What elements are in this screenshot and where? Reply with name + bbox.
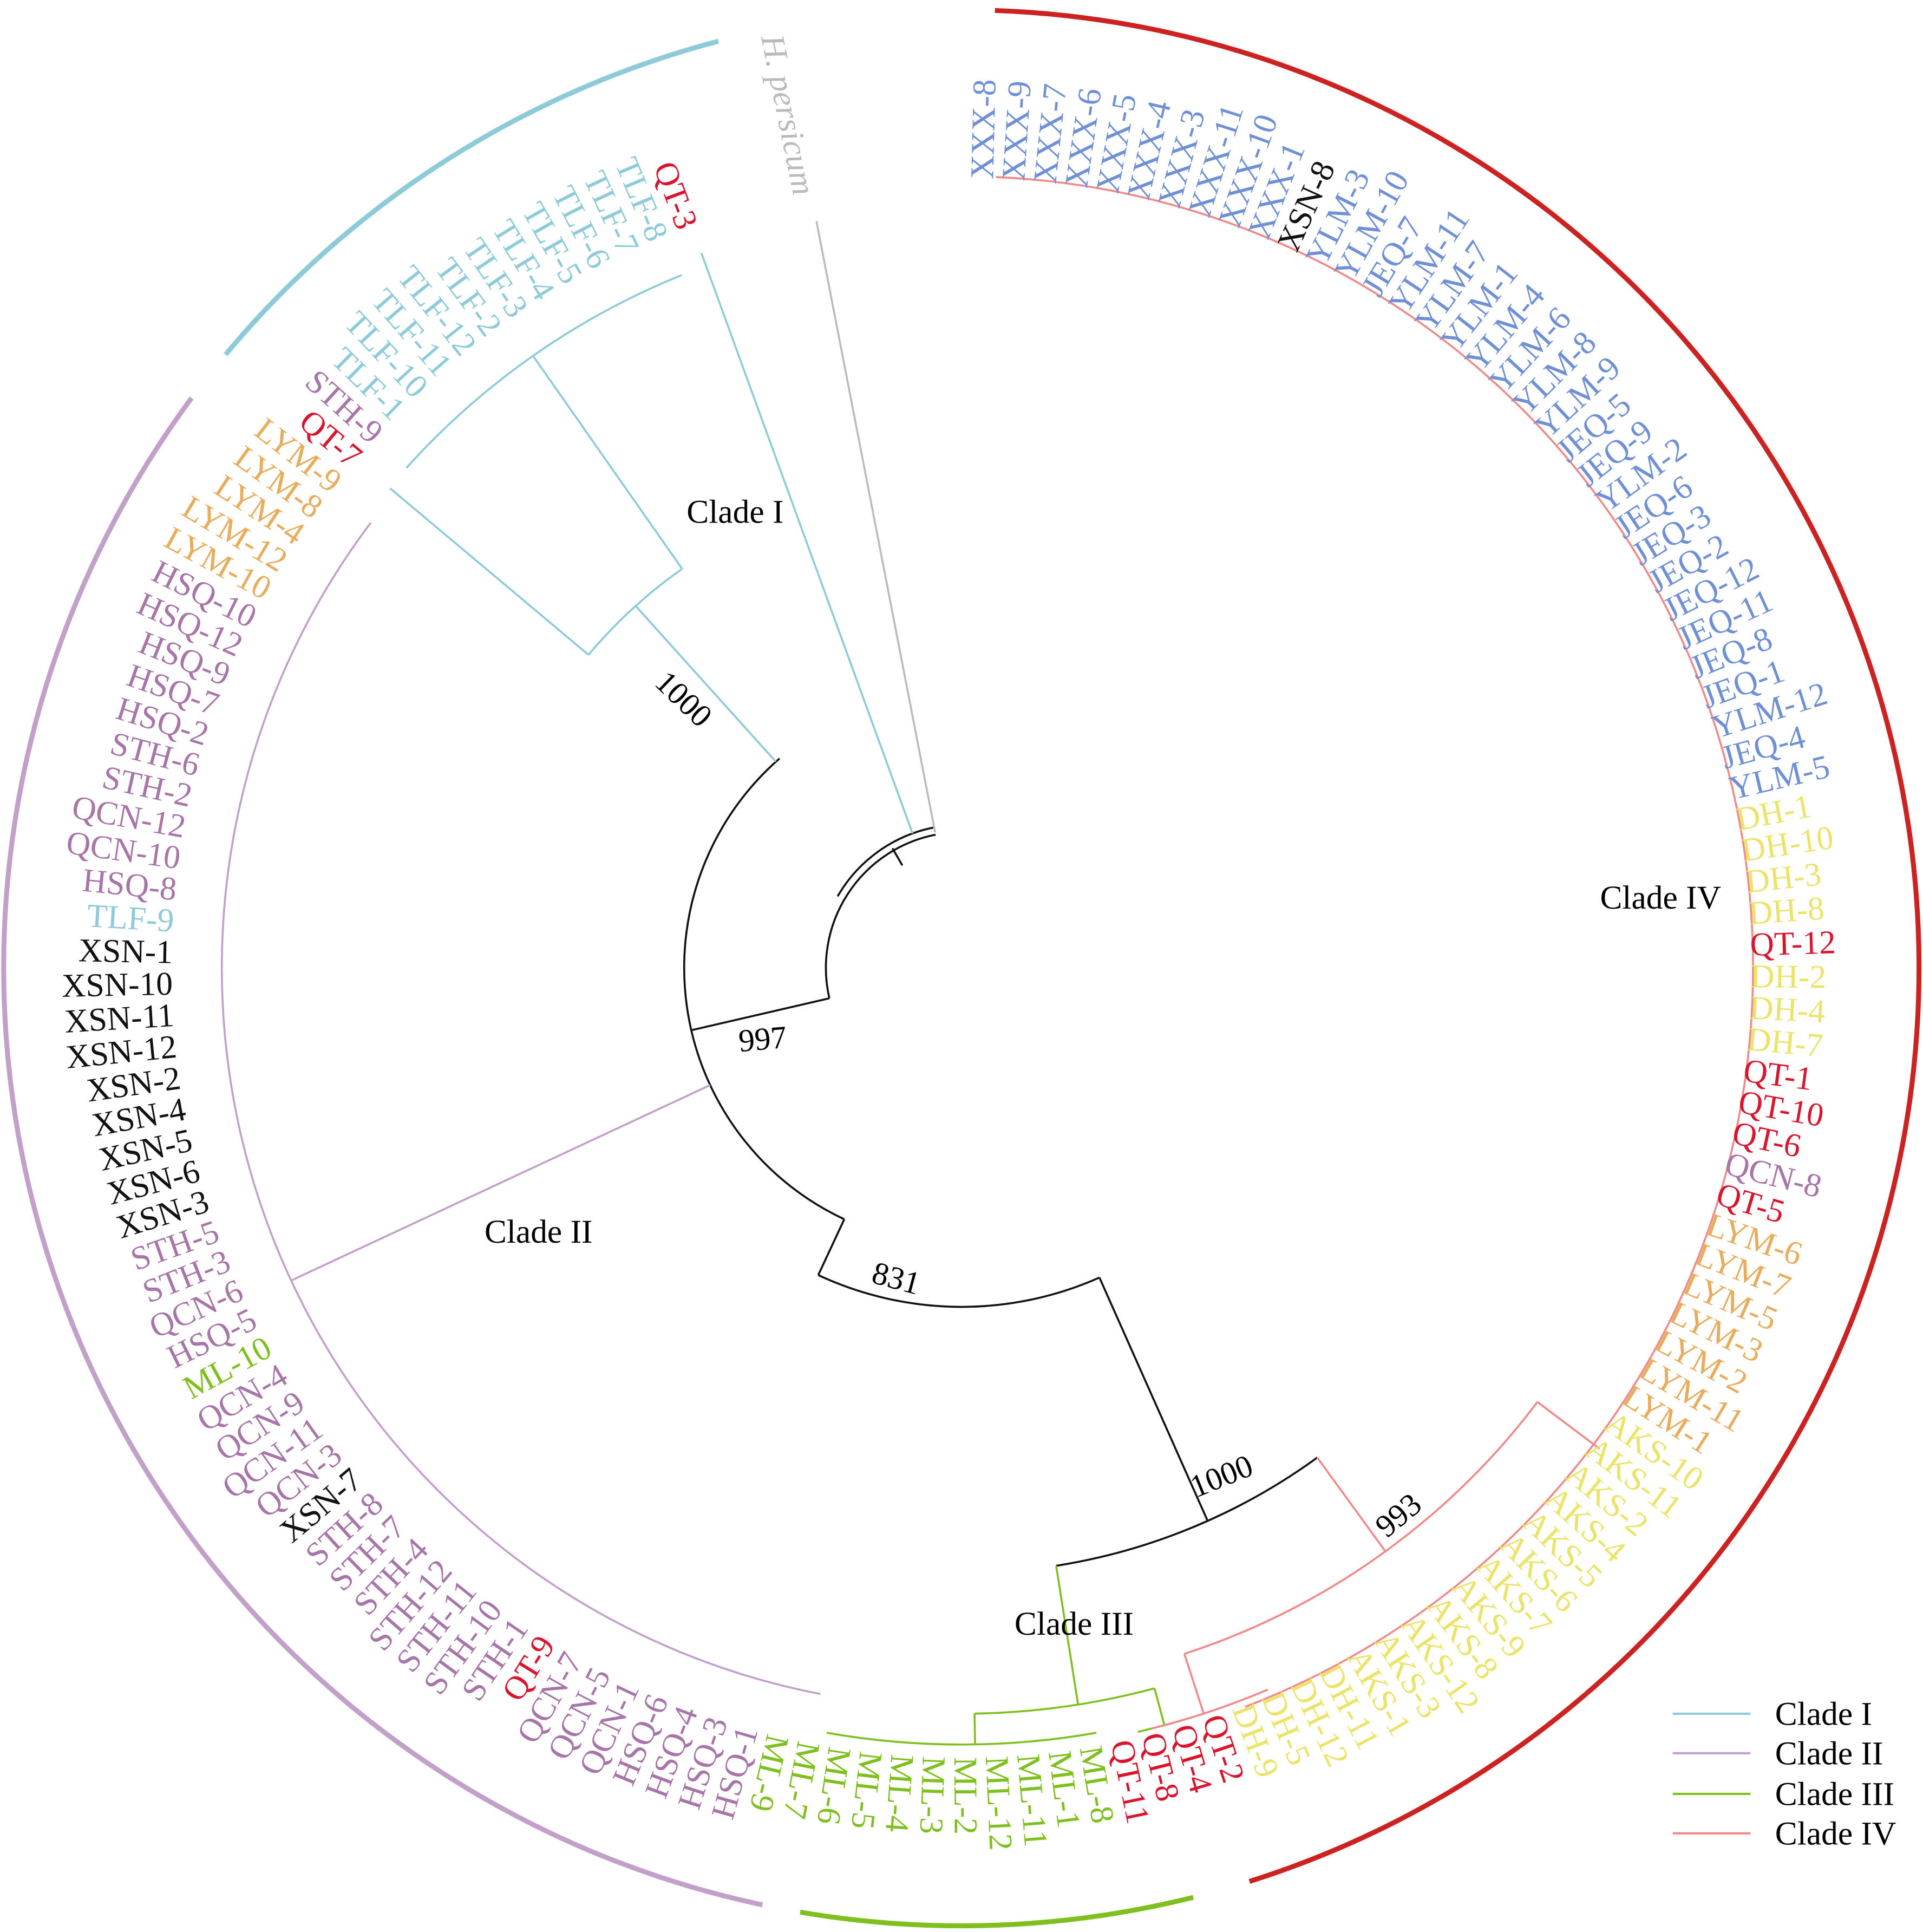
branch-arc bbox=[405, 274, 682, 469]
branch-arc bbox=[1150, 1688, 1268, 1730]
branch-arc bbox=[836, 826, 935, 897]
branch-radial bbox=[635, 605, 777, 762]
taxon-label: ML-5 bbox=[844, 1750, 889, 1831]
clade3-outer-arc bbox=[800, 1895, 1194, 1929]
branch-radial bbox=[1536, 1401, 1600, 1450]
branch-radial bbox=[891, 847, 904, 866]
branch-arc bbox=[220, 522, 821, 1695]
branch-arc bbox=[817, 1274, 1100, 1308]
taxon-label: XSN-1 bbox=[78, 932, 173, 970]
branch-arc bbox=[826, 1732, 1097, 1746]
bootstrap-993: 993 bbox=[1368, 1486, 1428, 1544]
branch-radial bbox=[291, 1084, 711, 1282]
taxon-labels: XXX-8XXX-9XXX-7XXX-6XXX-5XXX-4XXX-3XXX-1… bbox=[61, 31, 1836, 1851]
bootstrap-997: 997 bbox=[737, 1019, 788, 1059]
taxon-label: ML-12 bbox=[978, 1755, 1019, 1851]
branch-arc bbox=[587, 568, 683, 656]
taxon-label: XXX-9 bbox=[995, 80, 1038, 181]
taxon-label: ML-3 bbox=[913, 1756, 952, 1835]
bootstrap-831: 831 bbox=[868, 1255, 924, 1302]
bootstrap-1000: 1000 bbox=[1185, 1447, 1258, 1505]
taxon-label: QT-12 bbox=[1750, 924, 1836, 963]
clade4-outer-arc bbox=[995, 8, 1922, 1884]
clade1-outer-arc bbox=[224, 38, 720, 356]
branch-radial bbox=[1316, 1457, 1386, 1552]
legend-label-clade4: Clade IV bbox=[1775, 1815, 1896, 1852]
taxon-label: ML-2 bbox=[947, 1757, 984, 1835]
legend-label-clade2: Clade II bbox=[1775, 1735, 1883, 1772]
bootstrap-clade1: 1000 bbox=[649, 664, 720, 734]
taxon-label: XSN-11 bbox=[63, 997, 175, 1040]
branch-radial bbox=[973, 1713, 976, 1745]
branch-arc bbox=[1056, 1457, 1318, 1567]
taxon-label: DH-4 bbox=[1749, 989, 1826, 1030]
branch-arc bbox=[974, 1687, 1155, 1715]
taxon-label: XXX-8 bbox=[964, 79, 1003, 179]
branch-radial bbox=[389, 487, 590, 656]
branch-radial bbox=[1153, 1688, 1166, 1726]
outgroup-label: H. persicum bbox=[754, 31, 822, 198]
branch-arc bbox=[1184, 1401, 1539, 1655]
branch-radial bbox=[691, 997, 830, 1032]
branch-arc bbox=[996, 176, 1754, 1708]
taxon-label: HSQ-8 bbox=[81, 861, 178, 908]
branch-radial bbox=[700, 252, 914, 834]
taxon-label: DH-7 bbox=[1745, 1021, 1824, 1064]
taxon-label: DH-8 bbox=[1747, 890, 1825, 931]
clade-label-4: Clade IV bbox=[1600, 879, 1721, 916]
branch-radial bbox=[1183, 1653, 1205, 1714]
tree-branches bbox=[220, 176, 1754, 1746]
taxon-label: XSN-10 bbox=[61, 965, 173, 1004]
branch-arc bbox=[683, 758, 845, 1220]
branch-radial bbox=[532, 355, 683, 570]
clade-label-2: Clade II bbox=[485, 1213, 593, 1250]
clade-outer-arcs bbox=[1, 8, 1922, 1929]
taxon-label: ML-11 bbox=[1010, 1753, 1054, 1849]
branch-arc bbox=[825, 833, 936, 999]
clade-label-3: Clade III bbox=[1015, 1605, 1134, 1642]
taxon-label: ML-4 bbox=[878, 1753, 921, 1833]
branch-radial bbox=[817, 1218, 846, 1276]
legend-label-clade3: Clade III bbox=[1775, 1776, 1894, 1812]
taxon-label: DH-3 bbox=[1744, 856, 1823, 900]
taxon-label: QT-1 bbox=[1742, 1052, 1815, 1098]
branch-radial bbox=[815, 220, 937, 833]
taxon-label: DH-2 bbox=[1750, 958, 1827, 996]
branch-radial bbox=[1098, 1277, 1209, 1522]
legend: Clade I Clade II Clade III Clade IV bbox=[1672, 1695, 1896, 1852]
clade-label-1: Clade I bbox=[686, 493, 783, 530]
branch-radial bbox=[1055, 1565, 1080, 1705]
taxon-label: TLF-9 bbox=[86, 897, 175, 939]
legend-label-clade1: Clade I bbox=[1775, 1695, 1872, 1732]
clade2-outer-arc bbox=[1, 396, 763, 1908]
